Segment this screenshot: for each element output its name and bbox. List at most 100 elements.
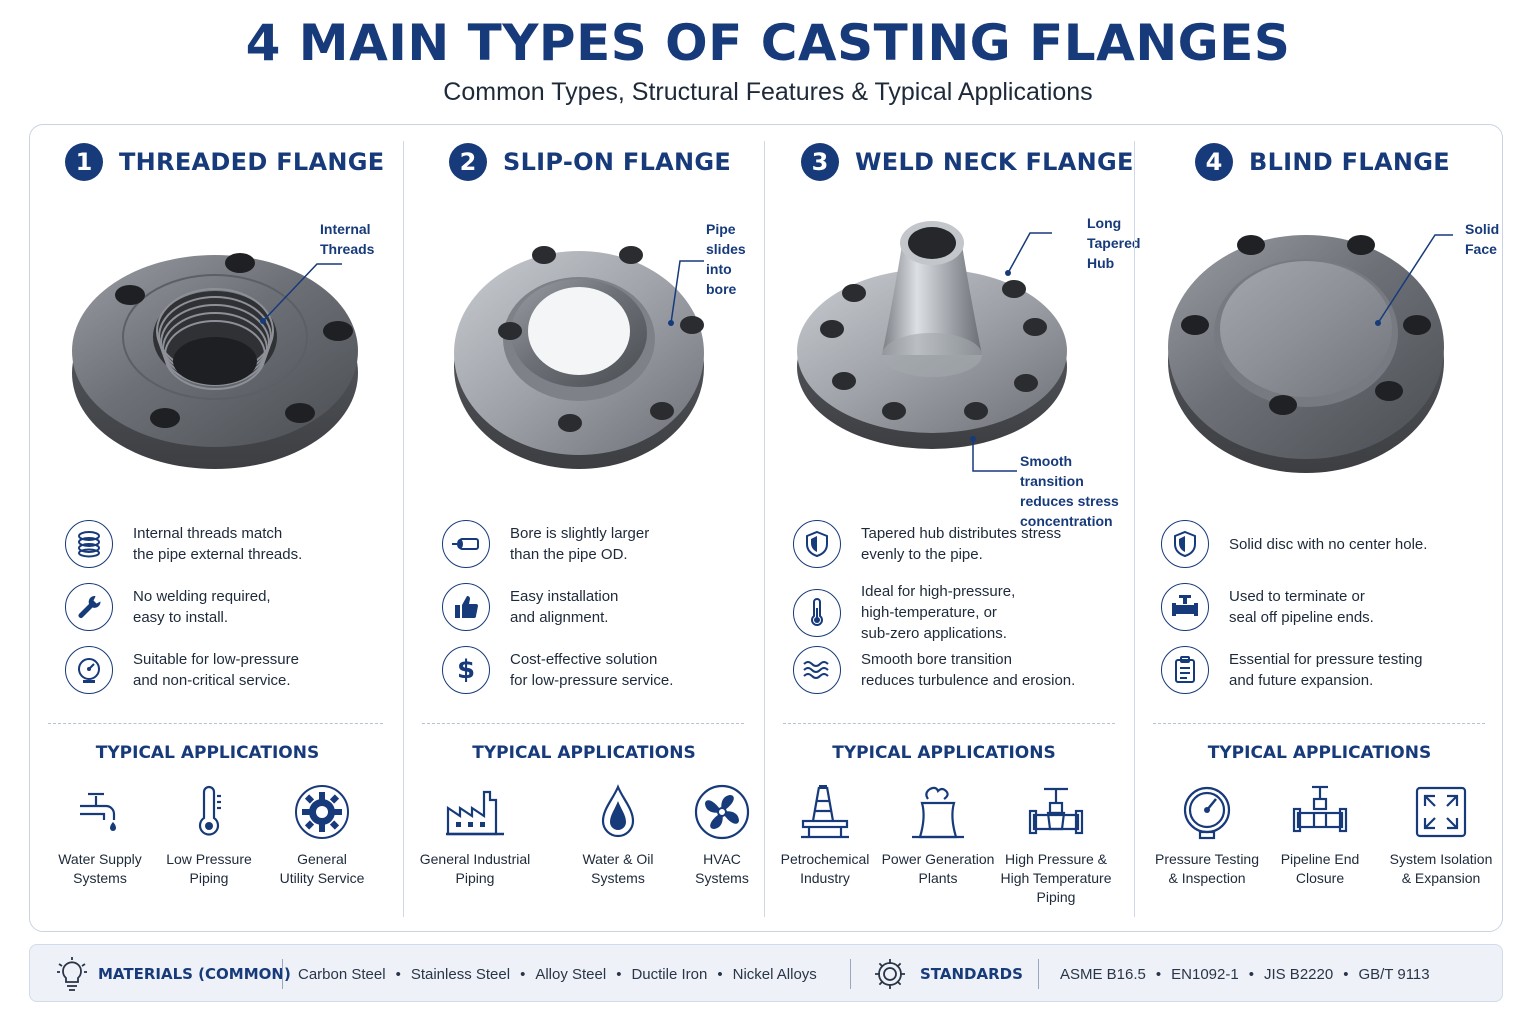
- applications-title: TYPICAL APPLICATIONS: [832, 743, 1056, 763]
- materials-section: MATERIALS (COMMON): [56, 945, 291, 1003]
- pipe-end-icon: [1288, 780, 1352, 844]
- expand-icon: [1409, 780, 1473, 844]
- column-divider: [403, 141, 404, 917]
- pressure-gauge-icon: [1175, 780, 1239, 844]
- thumbs-up-icon: [442, 583, 490, 631]
- standards-label: STANDARDS: [920, 965, 1023, 983]
- feature-text: Internal threads match the pipe external…: [133, 525, 303, 563]
- feature-item: Essential for pressure testing and futur…: [1161, 646, 1422, 694]
- application-label: Water Supply Systems: [58, 851, 142, 886]
- application-label: High Pressure & High Temperature Piping: [1000, 851, 1112, 905]
- standard-item: ASME B16.5: [1060, 965, 1146, 983]
- thermometer-icon: [177, 780, 241, 844]
- callout-smooth-transition: Smooth transition reduces stress concent…: [1020, 453, 1119, 529]
- application-label: System Isolation & Expansion: [1389, 851, 1493, 886]
- column-title: WELD NECK FLANGE: [855, 148, 1134, 176]
- column-header: 1 THREADED FLANGE: [65, 143, 384, 181]
- blind-flange-illustration: [1168, 234, 1453, 473]
- clipboard-icon: [1161, 646, 1209, 694]
- feature-text: Bore is slightly larger than the pipe OD…: [510, 525, 650, 563]
- page-title: 4 MAIN TYPES OF CASTING FLANGES: [245, 14, 1291, 72]
- shield-icon: [793, 520, 841, 568]
- oil-rig-icon: [793, 780, 857, 844]
- feature-text: Used to terminate or seal off pipeline e…: [1229, 588, 1374, 626]
- footer-bar: MATERIALS (COMMON) Carbon Steel• Stainle…: [29, 944, 1503, 1002]
- waves-icon: [793, 646, 841, 694]
- column-header: 4 BLIND FLANGE: [1195, 143, 1450, 181]
- materials-list: Carbon Steel• Stainless Steel• Alloy Ste…: [298, 945, 817, 1003]
- column-header: 2 SLIP-ON FLANGE: [449, 143, 731, 181]
- feature-text: No welding required, easy to install.: [133, 588, 271, 626]
- application-label: Power Generation Plants: [881, 851, 995, 886]
- feature-text: Suitable for low-pressure and non-critic…: [133, 651, 299, 689]
- column-blind-flange: 4 BLIND FLANGE Solid Face Soli: [1135, 125, 1504, 933]
- lightbulb-icon: [57, 957, 87, 991]
- section-divider: [1153, 723, 1485, 724]
- thermometer-icon: [793, 588, 841, 637]
- application-item: Water & Oil Systems: [568, 780, 668, 888]
- standard-item: JIS B2220: [1263, 965, 1334, 983]
- dollar-icon: $: [442, 646, 490, 694]
- feature-item: Easy installation and alignment.: [442, 583, 618, 631]
- applications-title: TYPICAL APPLICATIONS: [1207, 743, 1432, 763]
- feature-text: Easy installation and alignment.: [510, 588, 619, 626]
- threaded-flange-illustration: [72, 253, 358, 469]
- material-item: Carbon Steel: [298, 965, 386, 983]
- bullet-separator: •: [1248, 965, 1254, 983]
- standard-item: EN1092-1: [1171, 965, 1239, 983]
- feature-item: Suitable for low-pressure and non-critic…: [65, 646, 299, 694]
- feature-item: Used to terminate or seal off pipeline e…: [1161, 583, 1374, 631]
- material-item: Alloy Steel: [535, 965, 607, 983]
- feature-text: Solid disc with no center hole.: [1229, 535, 1428, 553]
- application-label: Petrochemical Industry: [780, 851, 870, 886]
- bullet-separator: •: [717, 965, 723, 983]
- application-item: Power Generation Plants: [878, 780, 998, 888]
- column-slip-on-flange: 2 SLIP-ON FLANGE Pipe slides into bore: [404, 125, 764, 933]
- bullet-separator: •: [1155, 965, 1162, 983]
- slip-on-flange-illustration: [454, 246, 704, 469]
- application-label: HVAC Systems: [695, 851, 749, 886]
- application-label: Pipeline End Closure: [1280, 851, 1360, 886]
- column-threaded-flange: 1 THREADED FLANGE: [30, 125, 403, 933]
- factory-icon: [443, 780, 507, 844]
- application-item: Low Pressure Piping: [159, 780, 259, 888]
- application-item: Pressure Testing & Inspection: [1147, 780, 1267, 888]
- callout-internal-threads: Internal Threads: [320, 221, 375, 257]
- application-label: Water & Oil Systems: [582, 851, 654, 886]
- column-divider: [1134, 141, 1135, 917]
- page-subtitle: Common Types, Structural Features & Typi…: [443, 78, 1093, 106]
- column-title: SLIP-ON FLANGE: [503, 148, 732, 176]
- drop-icon: [586, 780, 650, 844]
- feature-item: Internal threads match the pipe external…: [65, 520, 302, 568]
- application-item: High Pressure & High Temperature Piping: [991, 780, 1121, 907]
- pipe-slide-icon: [442, 520, 490, 568]
- feature-item: Tapered hub distributes stress evenly to…: [793, 520, 1061, 568]
- shield-icon: [1161, 520, 1209, 568]
- standards-section: STANDARDS: [872, 945, 1023, 1003]
- feature-text: Essential for pressure testing and futur…: [1229, 651, 1423, 689]
- application-label: General Utility Service: [279, 851, 365, 886]
- callout-leader-line: [970, 436, 1017, 472]
- gauge-icon: [65, 646, 113, 694]
- section-divider: [48, 723, 383, 724]
- column-title: THREADED FLANGE: [119, 148, 385, 176]
- bullet-separator: •: [616, 965, 622, 983]
- faucet-icon: [68, 780, 132, 844]
- footer-divider: [282, 959, 283, 989]
- threads-icon: [65, 520, 113, 568]
- materials-label: MATERIALS (COMMON): [98, 965, 291, 983]
- application-item: Petrochemical Industry: [775, 780, 875, 888]
- application-label: Low Pressure Piping: [166, 851, 252, 886]
- footer-divider: [1038, 959, 1039, 989]
- column-weld-neck-flange: 3 WELD NECK FLANGE Long Tapered H: [765, 125, 1140, 933]
- feature-item: $ Cost-effective solution for low-pressu…: [442, 646, 673, 694]
- material-item: Ductile Iron: [631, 965, 708, 983]
- standards-list: ASME B16.5• EN1092-1• JIS B2220• GB/T 91…: [1060, 945, 1430, 1003]
- fan-icon: [690, 780, 754, 844]
- application-item: Pipeline End Closure: [1270, 780, 1370, 888]
- feature-item: No welding required, easy to install.: [65, 583, 271, 631]
- application-item: Water Supply Systems: [50, 780, 150, 888]
- applications-title: TYPICAL APPLICATIONS: [472, 743, 696, 763]
- standard-item: GB/T 9113: [1358, 965, 1430, 983]
- gear-icon: [290, 780, 354, 844]
